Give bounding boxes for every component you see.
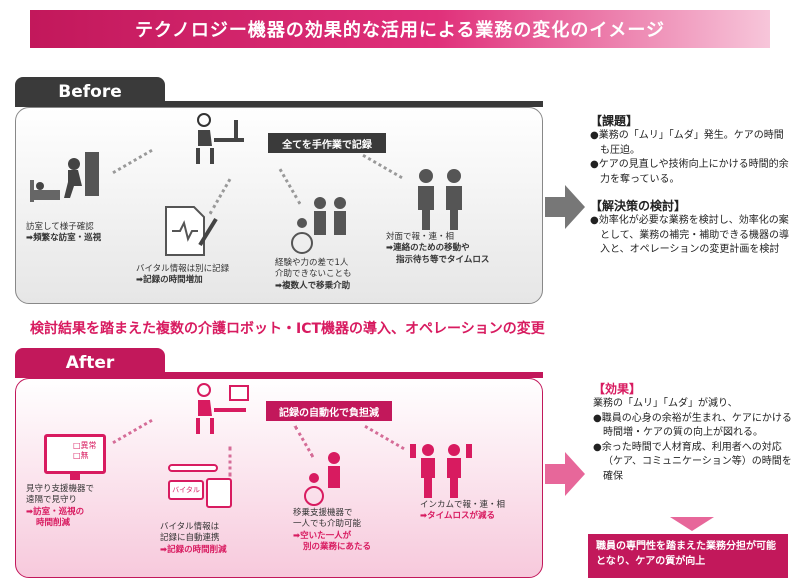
auto-record-desk-icon: [196, 383, 249, 434]
vital-device-icon: バイタル: [168, 480, 204, 500]
face-to-face-icon: [418, 169, 462, 230]
before-caption-visit: 訪室して様子確認 ➡頻繁な訪室・巡視: [26, 222, 146, 245]
caption-line: 記録に自動連携: [160, 533, 220, 544]
monitor-screen-text: □異常 □無: [73, 441, 97, 460]
bp-monitor-icon: [206, 478, 232, 508]
before-caption-vital: バイタル情報は別に記録 ➡記録の時間増加: [136, 264, 276, 287]
page-title: テクノロジー機器の効果的な活用による業務の変化のイメージ: [30, 10, 770, 48]
effects-bullet: ●職員の心身の余裕が生まれ、ケアにかける時間増・ケアの質の向上が図れる。: [593, 412, 792, 439]
watch-monitor-icon: □異常 □無: [44, 434, 106, 474]
middle-heading: 検討結果を踏まえた複数の介護ロボット・ICT機器の導入、オペレーションの変更: [30, 321, 545, 337]
before-tab-bar: [15, 101, 543, 107]
caption-line: ➡連絡のための移動や: [386, 243, 470, 254]
vital-record-icon: [165, 206, 218, 256]
effects-title: 【効果】: [593, 382, 642, 396]
caption-line: バイタル情報は: [160, 522, 220, 532]
after-to-effects-arrow: [545, 452, 585, 496]
caption-line: バイタル情報は別に記録: [136, 264, 230, 274]
before-caption-transfer: 経験や力の差で1人 介助できないことも ➡複数人で移乗介助: [275, 258, 405, 292]
after-record-badge: 記録の自動化で負担減: [266, 401, 392, 421]
before-record-badge: 全てを手作業で記録: [268, 133, 386, 153]
after-caption-intercom: インカムで報・連・相 ➡タイムロスが減る: [420, 500, 540, 523]
caption-line: ➡記録の時間削減: [160, 544, 227, 555]
solution-bullet: ●効率化が必要な業務を検討し、効率化の案として、業務の補完・補助できる機器の導入…: [590, 215, 789, 255]
issues-box: 【課題】 ●業務の「ムリ」「ムダ」発生。ケアの時間も圧迫。 ●ケアの見直しや技術…: [590, 112, 790, 258]
effects-box: 【効果】 業務の「ムリ」「ムダ」が減り、 ●職員の心身の余裕が生まれ、ケアにかけ…: [593, 380, 793, 484]
desk-worker-icon: [196, 113, 244, 164]
after-arrow-2: [228, 446, 232, 477]
transfer-robot-icon: [304, 452, 340, 506]
caption-line: 遠隔で見守り: [26, 495, 78, 506]
caption-line: ➡空いた一人が: [293, 530, 352, 541]
intercom-staff-icon: [410, 444, 472, 498]
after-caption-transfer: 移乗支援機器で 一人でも介助可能 ➡空いた一人が 別の業務にあたる: [293, 508, 413, 554]
caption-line: ➡タイムロスが減る: [420, 511, 495, 522]
caption-line: インカムで報・連・相: [420, 500, 506, 510]
after-caption-vital: バイタル情報は 記録に自動連携 ➡記録の時間削減: [160, 522, 280, 556]
caption-line: 対面で報・連・相: [386, 232, 455, 242]
before-caption-contact: 対面で報・連・相 ➡連絡のための移動や 指示待ち等でタイムロス: [386, 232, 536, 266]
after-tab-bar: [15, 372, 543, 378]
caption-line: 経験や力の差で1人: [275, 258, 349, 268]
transfer-assist-icon: [291, 197, 346, 254]
caption-line: 一人でも介助可能: [293, 519, 362, 530]
caption-line: ➡訪室・巡視の: [26, 506, 85, 517]
before-to-issues-arrow: [545, 185, 585, 229]
caption-line: 移乗支援機器で: [293, 508, 353, 518]
after-caption-monitor: 見守り支援機器で 遠隔で見守り ➡訪室・巡視の 時間削減: [26, 484, 146, 530]
caption-line: 見守り支援機器で: [26, 484, 95, 494]
caption-line: 介助できないことも: [275, 269, 352, 280]
caption-line: 時間削減: [36, 518, 71, 529]
effects-intro: 業務の「ムリ」「ムダ」が減り、: [593, 398, 738, 409]
caption-line: 別の業務にあたる: [303, 542, 372, 553]
caption-line: ➡頻繁な訪室・巡視: [26, 233, 102, 244]
effects-down-arrow: [670, 517, 714, 531]
caption-line: ➡記録の時間増加: [136, 275, 203, 286]
issues-title: 【課題】: [590, 114, 639, 128]
caption-line: ➡複数人で移乗介助: [275, 280, 351, 291]
effects-bullet: ●余った時間で人材育成、利用者への対応（ケア、コミュニケーション等）の時間を確保: [593, 441, 792, 482]
thermometer-icon: [168, 464, 218, 472]
caption-line: 指示待ち等でタイムロス: [396, 254, 490, 265]
solution-title: 【解決策の検討】: [590, 199, 687, 213]
issues-bullet: ●ケアの見直しや技術向上にかける時間的余力を奪っている。: [590, 159, 789, 185]
nurse-visit-icon: [30, 152, 99, 202]
caption-line: 訪室して様子確認: [26, 222, 94, 232]
effects-result: 職員の専門性を踏まえた業務分担が可能となり、ケアの質が向上: [588, 534, 788, 578]
vital-device-label: バイタル: [172, 486, 200, 494]
issues-bullet: ●業務の「ムリ」「ムダ」発生。ケアの時間も圧迫。: [590, 130, 784, 156]
monitor-stand: [70, 474, 80, 480]
